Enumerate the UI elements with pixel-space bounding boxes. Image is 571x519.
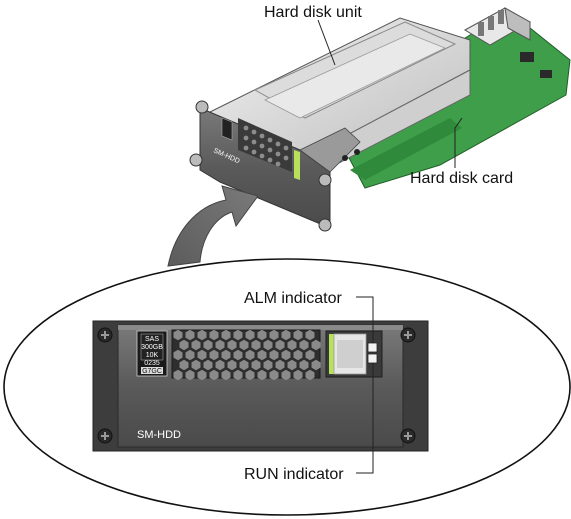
vent-hole	[287, 359, 297, 371]
vent-hole	[293, 369, 303, 381]
vent-hole	[209, 329, 219, 341]
vent-hole	[239, 359, 249, 371]
vent-hole	[179, 359, 189, 371]
vent-hole	[185, 329, 195, 341]
vent-hole	[245, 369, 255, 381]
vent-hole	[227, 359, 237, 371]
vent-hole	[245, 329, 255, 341]
vent-hole	[269, 349, 279, 361]
zoom-arrow	[167, 185, 259, 267]
vent-hole	[239, 339, 249, 351]
panel-screws-3d	[189, 100, 332, 232]
vent-hole	[173, 349, 183, 361]
hdd-module-3d: SM-HDD	[189, 7, 571, 232]
vent-hole	[203, 359, 213, 371]
disk-label-sticker: SAS 300GB 10K 0235 G7GC	[136, 330, 168, 377]
vent-hole	[215, 339, 225, 351]
vent-hole	[299, 339, 309, 351]
vent-hole	[257, 369, 267, 381]
screw-icon	[400, 428, 416, 444]
vent-hole	[275, 339, 285, 351]
vent-hole	[281, 349, 291, 361]
vent-hole	[179, 339, 189, 351]
vent-hole	[251, 359, 261, 371]
vent-hole	[191, 359, 201, 371]
disk-label-line3: 10K	[146, 352, 159, 359]
front-panel-detail: SAS 300GB 10K 0235 G7GC SM-HDD	[92, 320, 429, 452]
vent-hole	[233, 329, 243, 341]
vent-hole	[173, 329, 183, 341]
vent-hole	[227, 339, 237, 351]
vent-hole	[311, 339, 321, 351]
vent-hole	[209, 369, 219, 381]
disk-label-line4: 0235	[144, 360, 160, 367]
disk-label-line5: G7GC	[142, 368, 162, 375]
alm-indicator-led	[367, 342, 378, 353]
vent-hole	[263, 339, 273, 351]
screw-icon	[400, 327, 416, 343]
vent-hole	[257, 349, 267, 361]
vent-hole	[263, 359, 273, 371]
vent-hole	[305, 349, 315, 361]
hard-disk-card-label: Hard disk card	[410, 170, 513, 187]
vent-hole	[173, 369, 183, 381]
rear-connector	[463, 7, 532, 46]
vent-hole	[185, 369, 195, 381]
vent-hole	[197, 349, 207, 361]
vent-hole	[209, 349, 219, 361]
vent-hole	[221, 349, 231, 361]
vent-hole	[221, 369, 231, 381]
alm-indicator-label: ALM indicator	[244, 290, 342, 307]
vent-hole	[269, 369, 279, 381]
vent-hole	[221, 329, 231, 341]
vent-hole	[269, 329, 279, 341]
run-indicator-led	[367, 353, 378, 364]
vent-hole	[191, 339, 201, 351]
panel-model-text: SM-HDD	[137, 429, 181, 441]
vent-hole	[287, 339, 297, 351]
panel-screws	[97, 327, 416, 444]
vent-hole	[281, 329, 291, 341]
vent-hole	[197, 369, 207, 381]
vent-hole	[281, 369, 291, 381]
vent-hole	[233, 349, 243, 361]
vent-hole	[185, 349, 195, 361]
vent-hole	[305, 369, 315, 381]
run-leader-line	[356, 363, 374, 474]
screw-icon	[97, 428, 113, 444]
run-indicator-label: RUN indicator	[244, 466, 344, 483]
vent-hole	[203, 339, 213, 351]
screw-icon	[97, 327, 113, 343]
hard-disk-unit-label: Hard disk unit	[264, 4, 362, 21]
vent-holes	[173, 329, 321, 381]
vent-hole	[233, 369, 243, 381]
vent-hole	[257, 329, 267, 341]
vent-hole	[293, 329, 303, 341]
vent-hole	[299, 359, 309, 371]
disk-label-line2: 300GB	[141, 344, 163, 351]
vent-hole	[245, 349, 255, 361]
vent-hole	[215, 359, 225, 371]
vent-hole	[275, 359, 285, 371]
vent-hole	[293, 349, 303, 361]
vent-hole	[197, 329, 207, 341]
vent-hole	[251, 339, 261, 351]
vent-hole	[311, 359, 321, 371]
disk-label-line1: SAS	[145, 336, 159, 343]
alm-leader-line	[356, 296, 374, 343]
vent-hole	[305, 329, 315, 341]
